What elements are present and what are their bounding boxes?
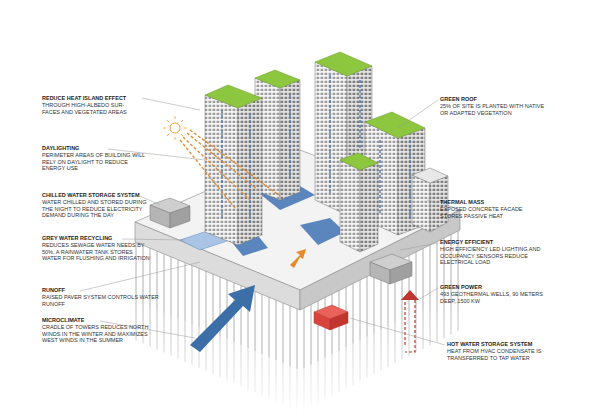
tower-face: [340, 160, 360, 252]
green-roof: [205, 85, 262, 108]
leader-line: [80, 262, 200, 291]
green-roof: [255, 70, 300, 88]
tower-face: [205, 95, 238, 245]
storage-box: [370, 262, 390, 284]
callout-body: RAISED PAVER SYSTEM CONTROLS WATER RUNOF…: [42, 294, 160, 307]
tower-face: [360, 163, 378, 252]
sun-ray-dashed: [180, 140, 235, 208]
storage-box: [390, 262, 412, 284]
callout-body: CRADLE OF TOWERS REDUCES NORTH WINDS IN …: [42, 324, 160, 344]
leader-lines: [80, 98, 445, 345]
tower-face: [238, 98, 262, 245]
callout-heading: GREEN ROOF: [440, 96, 560, 103]
small-arrow: [290, 249, 306, 268]
sun-ray-dashed: [183, 137, 250, 200]
leader-line: [427, 200, 438, 203]
callout-body: HIGH EFFICIENCY LED LIGHTING AND OCCUPAN…: [440, 246, 560, 266]
airflow-line: [249, 115, 250, 225]
callout-body: 493 GEOTHERMAL WELLS, 90 METERS DEEP, 15…: [440, 291, 550, 304]
tower-face: [280, 80, 300, 200]
callout-heading: THERMAL MASS: [440, 199, 560, 206]
sun-symbol: [163, 116, 187, 140]
callout-heading: CHILLED WATER STORAGE SYSTEM: [42, 192, 162, 199]
airflow-line: [359, 80, 360, 150]
tower-roof: [412, 168, 448, 183]
chilled-water-tank: [170, 206, 190, 228]
sun-ray-dashed: [190, 130, 280, 196]
leader-line: [142, 98, 200, 110]
callout-body: HEAT FROM HVAC CONDENSATE IS TRANSFERRED…: [447, 348, 559, 361]
leader-line: [398, 100, 438, 128]
callout-heading: RUNOFF: [42, 287, 157, 294]
callout-body: WATER CHILLED AND STORED DURING THE NIGH…: [42, 199, 154, 219]
airflow-line: [329, 75, 330, 195]
callout-heading: ENERGY EFFICIENT: [440, 239, 560, 246]
hot-water-tank: [330, 312, 348, 330]
green-roof: [365, 112, 425, 138]
leader-line: [122, 239, 185, 240]
courtyard-pool: [300, 218, 345, 245]
airflow-line: [409, 140, 410, 220]
callout-body: REDUCES SEWAGE WATER NEEDS BY 50%. A RAI…: [42, 242, 150, 262]
heat-loop-head: [401, 290, 419, 300]
leader-line: [418, 288, 438, 300]
callout-heading: MICROCLIMATE: [42, 317, 157, 324]
callout-body: THROUGH HIGH-ALBEDO SUR- FACES AND VEGET…: [42, 102, 142, 115]
tower-face: [412, 175, 430, 232]
callout-heading: GREY WATER RECYCLING: [42, 235, 157, 242]
heat-loop: [405, 300, 415, 352]
chilled-water-tank: [150, 205, 170, 228]
callout-body: PERIMETER AREAS OF BUILDING WILL RELY ON…: [42, 152, 152, 172]
sun-ray: [163, 116, 187, 140]
sun-disc: [170, 123, 180, 133]
leader-line: [400, 243, 438, 250]
callout-body: 25% OF SITE IS PLANTED WITH NATIVE OR AD…: [440, 103, 552, 116]
airflow-line: [221, 110, 222, 220]
sunlight-rays: [180, 130, 280, 208]
callout-body: EXPOSED CONCRETE FACADE STORES PASSIVE H…: [440, 206, 545, 219]
callout-heading: REDUCE HEAT ISLAND EFFECT: [42, 95, 157, 102]
leader-line: [350, 318, 445, 345]
callout-heading: HOT WATER STORAGE SYSTEM: [447, 341, 567, 348]
callout-heading: DAYLIGHTING: [42, 145, 157, 152]
wind-arrow: [190, 285, 255, 352]
airflow-line: [379, 140, 380, 215]
green-roof: [340, 153, 378, 170]
airflow-lines: [222, 75, 410, 225]
hot-water-tank: [314, 312, 330, 330]
green-roof: [315, 52, 372, 76]
airflow-line: [289, 95, 290, 180]
callout-heading: GREEN POWER: [440, 284, 560, 291]
pile-fade-overlay: [135, 290, 460, 419]
